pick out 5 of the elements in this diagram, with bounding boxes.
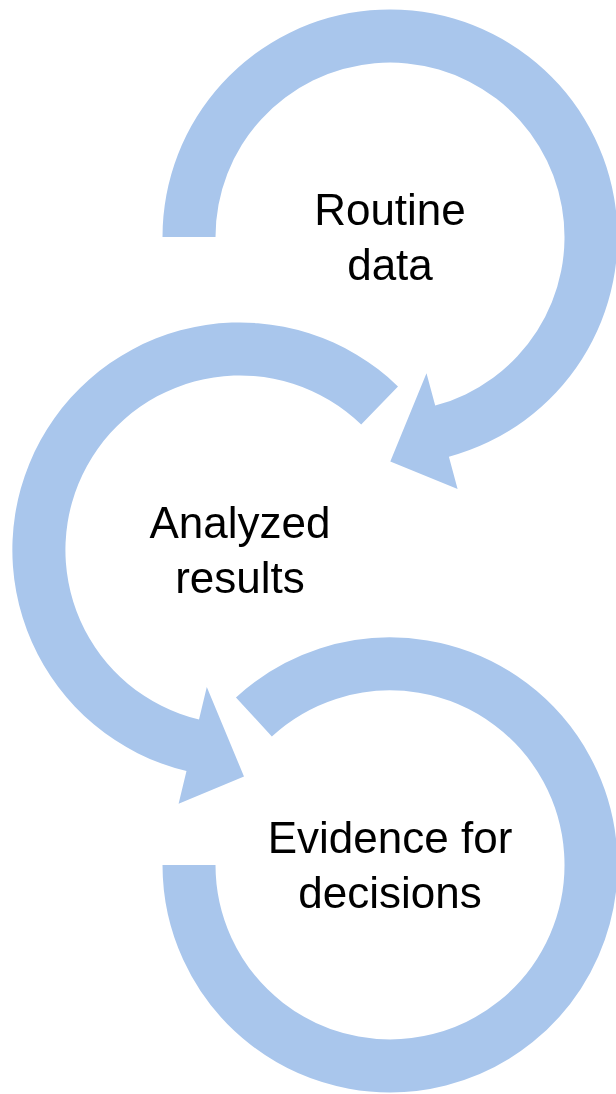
step-label: Evidence for decisions: [266, 812, 514, 919]
curved-arrow: [162, 9, 616, 490]
curved-arrow: [12, 322, 398, 804]
step-label: Analyzed results: [148, 497, 332, 604]
step-label: Routine data: [313, 184, 467, 291]
